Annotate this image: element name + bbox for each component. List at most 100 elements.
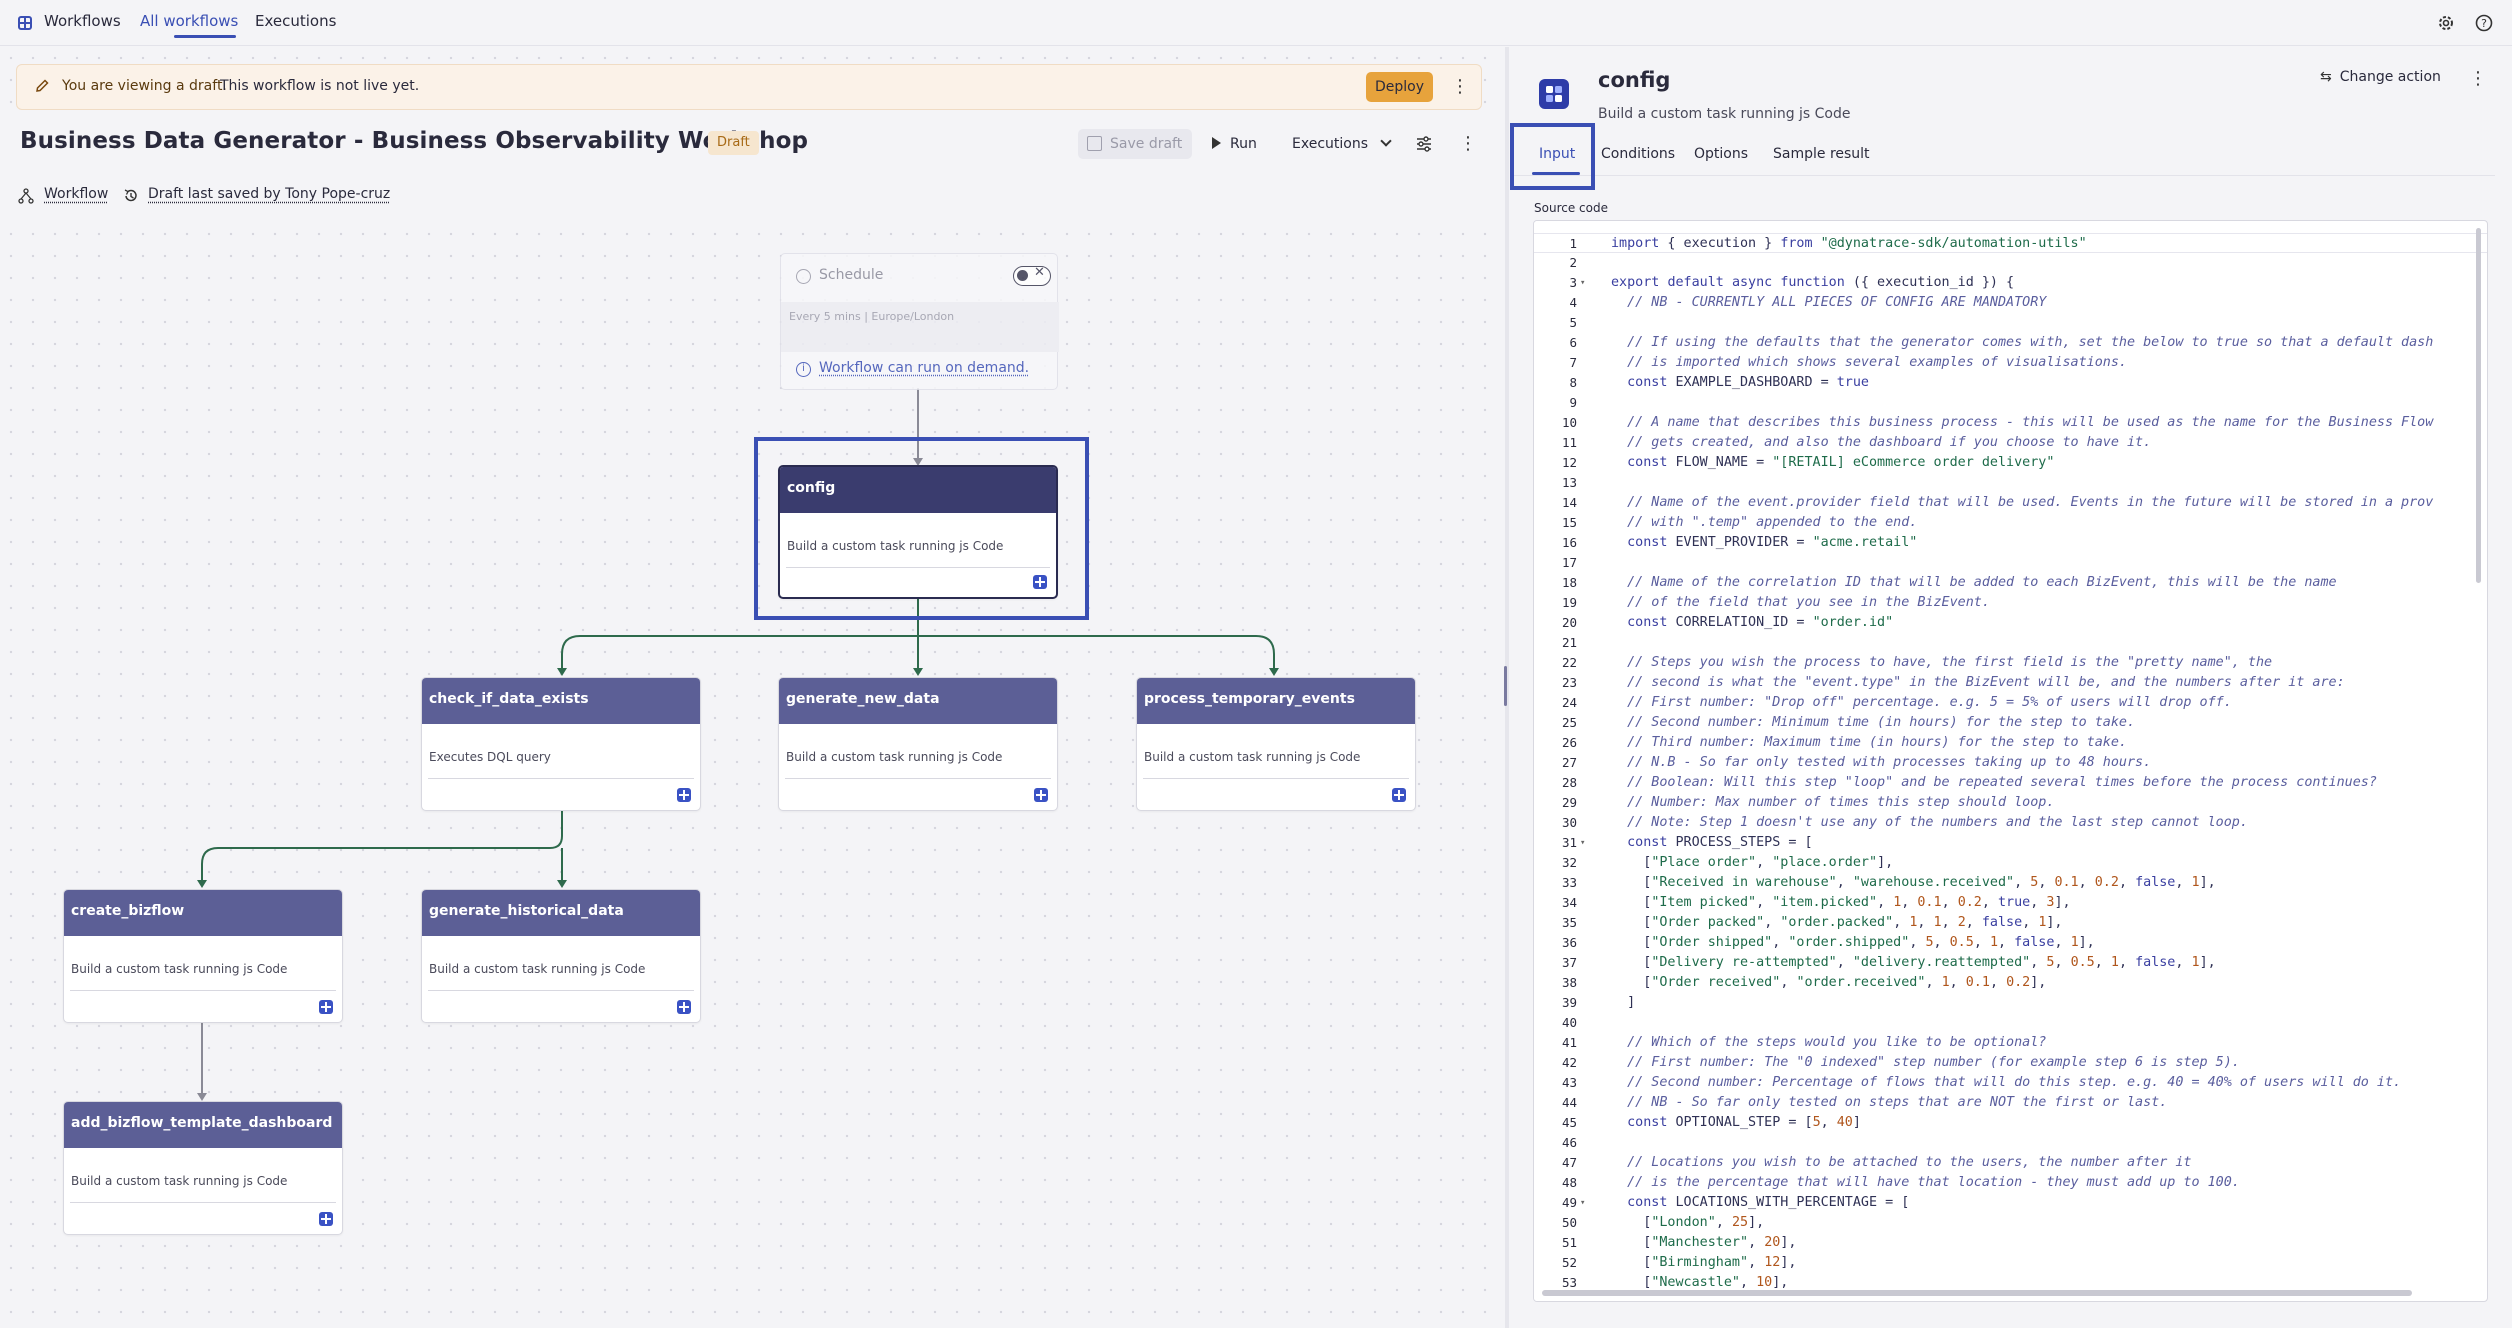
save-draft-button[interactable]: Save draft <box>1078 129 1192 159</box>
executions-dropdown[interactable]: Executions <box>1292 129 1393 159</box>
node-generate-new-data[interactable]: generate_new_data Build a custom task ru… <box>778 677 1058 811</box>
code-line[interactable]: 39 ] <box>1534 993 2487 1013</box>
code-line[interactable]: 19 // of the field that you see in the B… <box>1534 593 2487 613</box>
code-line[interactable]: 18 // Name of the correlation ID that wi… <box>1534 573 2487 593</box>
tab-input[interactable]: Input <box>1539 146 1576 162</box>
line-number: 37 <box>1561 955 1577 970</box>
code-line[interactable]: 38 ["Order received", "order.received", … <box>1534 973 2487 993</box>
code-line[interactable]: 24 // First number: "Drop off" percentag… <box>1534 693 2487 713</box>
code-line[interactable]: 47 // Locations you wish to be attached … <box>1534 1153 2487 1173</box>
code-line[interactable]: 37 ["Delivery re-attempted", "delivery.r… <box>1534 953 2487 973</box>
settings-icon[interactable] <box>2436 13 2456 33</box>
code-line[interactable]: 17 <box>1534 553 2487 573</box>
code-line[interactable]: 44 // NB - So far only tested on steps t… <box>1534 1093 2487 1113</box>
code-line[interactable]: 6 // If using the defaults that the gene… <box>1534 333 2487 353</box>
fold-chevron-icon[interactable]: ▾ <box>1580 1198 1586 1208</box>
run-label: Run <box>1230 136 1257 152</box>
code-line[interactable]: 14 // Name of the event.provider field t… <box>1534 493 2487 513</box>
horizontal-scrollbar[interactable] <box>1542 1290 2412 1296</box>
code-text: // Which of the steps would you like to … <box>1627 1035 2047 1050</box>
code-line[interactable]: 49▾ const LOCATIONS_WITH_PERCENTAGE = [ <box>1534 1193 2487 1213</box>
code-line[interactable]: 45 const OPTIONAL_STEP = [5, 40] <box>1534 1113 2487 1133</box>
page-title[interactable]: Business Data Generator - Business Obser… <box>20 128 809 154</box>
code-line[interactable]: 29 // Number: Max number of times this s… <box>1534 793 2487 813</box>
code-line[interactable]: 41 // Which of the steps would you like … <box>1534 1033 2487 1053</box>
app-name[interactable]: Workflows <box>44 12 121 30</box>
node-config[interactable]: config Build a custom task running js Co… <box>778 465 1058 599</box>
code-line[interactable]: 48 // is the percentage that will have t… <box>1534 1173 2487 1193</box>
node-check-if-data-exists[interactable]: check_if_data_exists Executes DQL query <box>421 677 701 811</box>
fold-chevron-icon[interactable]: ▾ <box>1580 838 1586 848</box>
code-line[interactable]: 8 const EXAMPLE_DASHBOARD = true <box>1534 373 2487 393</box>
pane-splitter[interactable] <box>1505 47 1509 1328</box>
code-line[interactable]: 51 ["Manchester", 20], <box>1534 1233 2487 1253</box>
run-button[interactable]: Run <box>1212 129 1257 159</box>
schedule-toggle[interactable]: ✕ <box>1013 265 1051 286</box>
node-generate-historical-data[interactable]: generate_historical_data Build a custom … <box>421 889 701 1023</box>
code-line[interactable]: 53 ["Newcastle", 10], <box>1534 1273 2487 1293</box>
node-process-temporary-events[interactable]: process_temporary_events Build a custom … <box>1136 677 1416 811</box>
code-line[interactable]: 4 // NB - CURRENTLY ALL PIECES OF CONFIG… <box>1534 293 2487 313</box>
code-line[interactable]: 23 // second is what the "event.type" in… <box>1534 673 2487 693</box>
code-text: // Boolean: Will this step "loop" and be… <box>1627 775 2377 790</box>
tab-conditions[interactable]: Conditions <box>1601 146 1676 162</box>
code-line[interactable]: 26 // Third number: Maximum time (in hou… <box>1534 733 2487 753</box>
code-line[interactable]: 5 <box>1534 313 2487 333</box>
code-line[interactable]: 22 // Steps you wish the process to have… <box>1534 653 2487 673</box>
tab-options[interactable]: Options <box>1694 146 1749 162</box>
change-action-button[interactable]: ⇆Change action <box>2320 69 2441 85</box>
code-line[interactable]: 30 // Note: Step 1 doesn't use any of th… <box>1534 813 2487 833</box>
code-line[interactable]: 33 ["Received in warehouse", "warehouse.… <box>1534 873 2487 893</box>
code-line[interactable]: 46 <box>1534 1133 2487 1153</box>
code-line[interactable]: 31▾ const PROCESS_STEPS = [ <box>1534 833 2487 853</box>
code-line[interactable]: 15 // with ".temp" appended to the end. <box>1534 513 2487 533</box>
node-create-bizflow[interactable]: create_bizflow Build a custom task runni… <box>63 889 343 1023</box>
draft-banner <box>16 64 1482 110</box>
settings-sliders-icon[interactable] <box>1414 134 1434 154</box>
code-line[interactable]: 27 // N.B - So far only tested with proc… <box>1534 753 2487 773</box>
code-line[interactable]: 7 // is imported which shows several exa… <box>1534 353 2487 373</box>
code-line[interactable]: 36 ["Order shipped", "order.shipped", 5,… <box>1534 933 2487 953</box>
banner-more-icon[interactable]: ⋮ <box>1451 76 1469 97</box>
code-line[interactable]: 34 ["Item picked", "item.picked", 1, 0.1… <box>1534 893 2487 913</box>
code-line[interactable]: 11 // gets created, and also the dashboa… <box>1534 433 2487 453</box>
node-description: Executes DQL query <box>429 750 551 764</box>
code-line[interactable]: 13 <box>1534 473 2487 493</box>
code-text: // Second number: Percentage of flows th… <box>1627 1075 2402 1090</box>
deploy-button[interactable]: Deploy <box>1366 72 1433 102</box>
code-line[interactable]: 3▾export default async function ({ execu… <box>1534 273 2487 293</box>
fold-chevron-icon[interactable]: ▾ <box>1580 278 1586 288</box>
vertical-scrollbar[interactable] <box>2476 228 2481 583</box>
code-line[interactable]: 28 // Boolean: Will this step "loop" and… <box>1534 773 2487 793</box>
code-line[interactable]: 12 const FLOW_NAME = "[RETAIL] eCommerce… <box>1534 453 2487 473</box>
help-icon[interactable]: ? <box>2474 13 2494 33</box>
last-saved-link[interactable]: Draft last saved by Tony Pope-cruz <box>148 186 391 202</box>
code-line[interactable]: 20 const CORRELATION_ID = "order.id" <box>1534 613 2487 633</box>
code-line[interactable]: 21 <box>1534 633 2487 653</box>
node-title: add_bizflow_template_dashboard <box>64 1102 342 1148</box>
tab-all-workflows[interactable]: All workflows <box>140 12 239 30</box>
code-line[interactable]: 50 ["London", 25], <box>1534 1213 2487 1233</box>
code-line[interactable]: 25 // Second number: Minimum time (in ho… <box>1534 713 2487 733</box>
code-line[interactable]: 32 ["Place order", "place.order"], <box>1534 853 2487 873</box>
code-line[interactable]: 40 <box>1534 1013 2487 1033</box>
code-line[interactable]: 42 // First number: The "0 indexed" step… <box>1534 1053 2487 1073</box>
workflow-link[interactable]: Workflow <box>44 186 109 202</box>
code-line[interactable]: 43 // Second number: Percentage of flows… <box>1534 1073 2487 1093</box>
panel-more-icon[interactable]: ⋮ <box>2469 68 2487 89</box>
splitter-handle[interactable] <box>1504 666 1507 706</box>
code-line[interactable]: 52 ["Birmingham", 12], <box>1534 1253 2487 1273</box>
schedule-node[interactable]: Schedule ✕ Every 5 mins | Europe/London … <box>780 253 1059 390</box>
code-line[interactable]: 2 <box>1534 253 2487 273</box>
tab-sample-result[interactable]: Sample result <box>1773 146 1870 162</box>
tab-executions[interactable]: Executions <box>255 12 337 30</box>
code-line[interactable]: 35 ["Order packed", "order.packed", 1, 1… <box>1534 913 2487 933</box>
code-line[interactable]: 10 // A name that describes this busines… <box>1534 413 2487 433</box>
node-add-bizflow-template-dashboard[interactable]: add_bizflow_template_dashboard Build a c… <box>63 1101 343 1235</box>
on-demand-link[interactable]: Workflow can run on demand. <box>819 360 1030 376</box>
code-line[interactable]: 16 const EVENT_PROVIDER = "acme.retail" <box>1534 533 2487 553</box>
code-line[interactable]: 9 <box>1534 393 2487 413</box>
more-options-icon[interactable]: ⋮ <box>1459 133 1477 154</box>
